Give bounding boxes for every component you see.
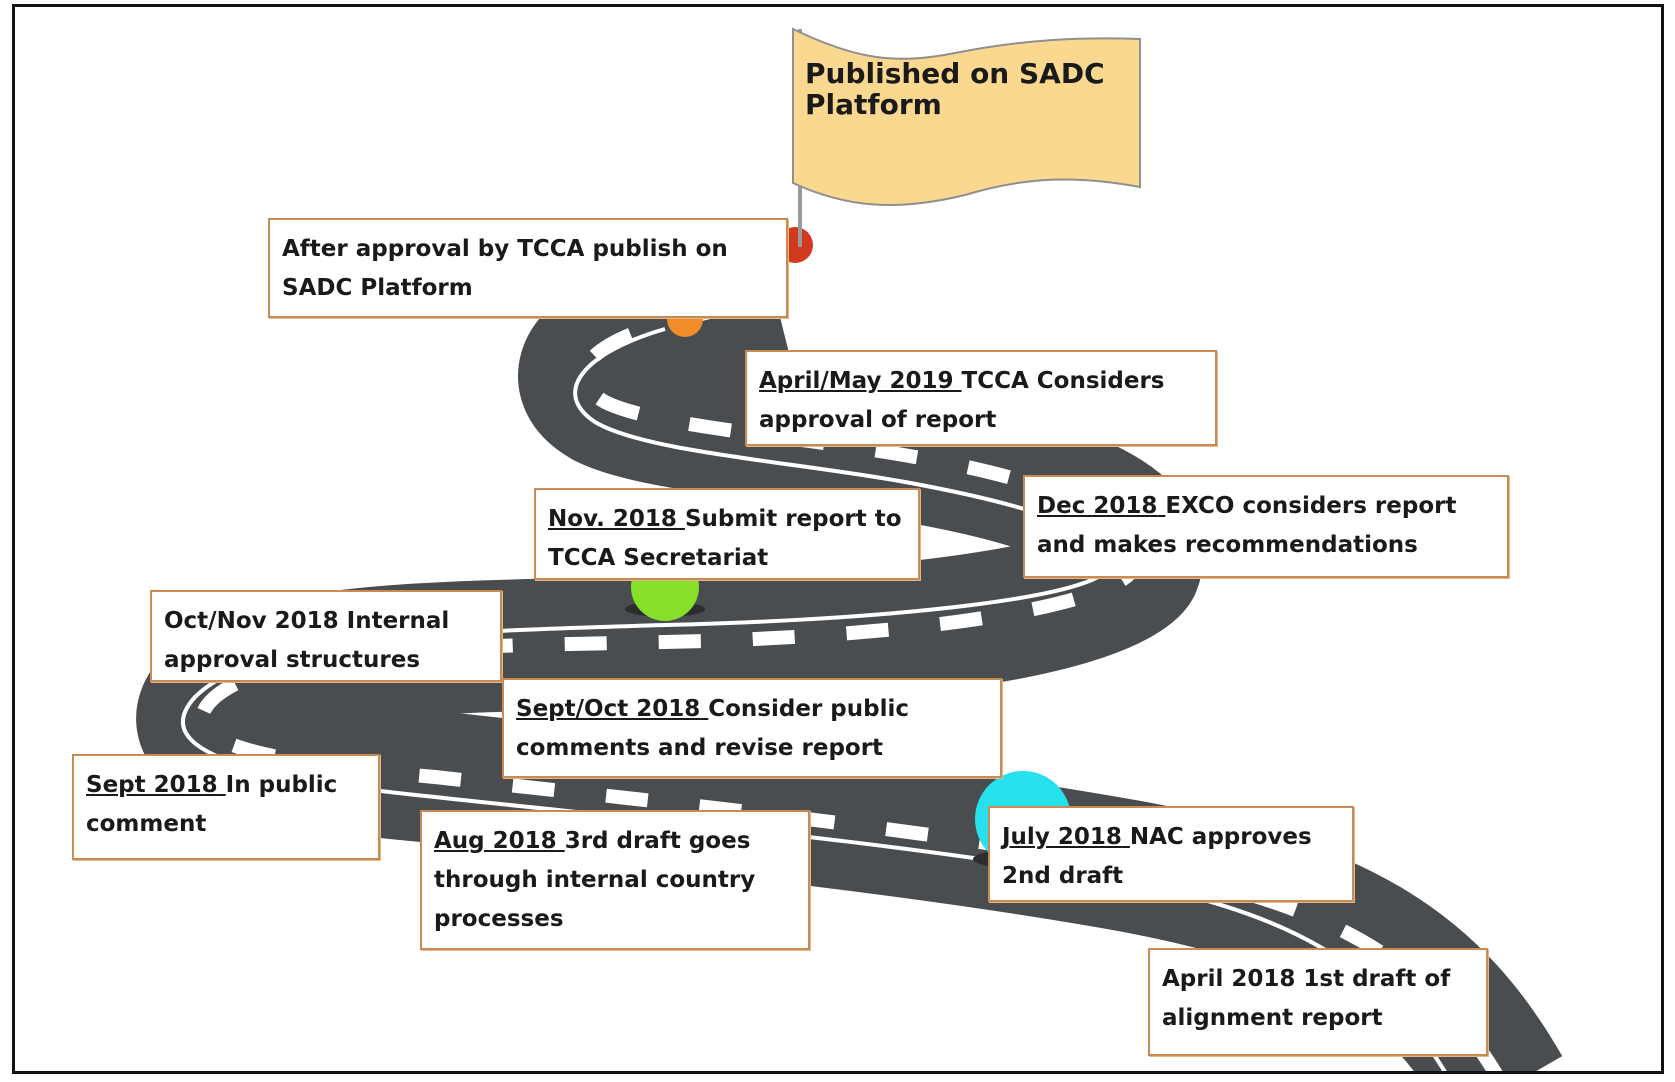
milestone-date: July 2018: [1002, 824, 1122, 850]
milestone-text: EXCO considers report and makes recommen…: [1037, 493, 1457, 558]
milestone-text: Consider public comments and revise repo…: [516, 696, 909, 761]
milestone-text: April 2018 1st draft of alignment report: [1162, 966, 1451, 1031]
milestone-box-oct-nov-2018: Oct/Nov 2018 Internal approval structure…: [150, 590, 502, 682]
milestone-date: April/May 2019: [759, 368, 954, 394]
milestone-text: Submit report to TCCA Secretariat: [548, 506, 902, 571]
milestone-date: Sept 2018: [86, 772, 218, 798]
flag-icon: [792, 27, 1141, 206]
milestone-date: Nov. 2018: [548, 506, 677, 532]
milestone-date: Sept/Oct 2018: [516, 696, 701, 722]
milestone-date: Aug 2018: [434, 828, 557, 854]
milestone-text: 3rd draft goes through internal country …: [434, 828, 756, 932]
milestone-text: NAC approves 2nd draft: [1002, 824, 1312, 889]
milestone-date: Dec 2018: [1037, 493, 1158, 519]
milestone-text: After approval by TCCA publish on SADC P…: [282, 236, 728, 301]
road-center-dashes: [195, 290, 1503, 1071]
milestone-box-april-2018: April 2018 1st draft of alignment report: [1148, 948, 1488, 1056]
milestone-text: TCCA Considers approval of report: [759, 368, 1165, 433]
milestone-box-publish: After approval by TCCA publish on SADC P…: [268, 218, 788, 318]
milestone-text: In public comment: [86, 772, 338, 837]
flag-label: Published on SADC Platform: [805, 57, 1105, 121]
milestone-text: Oct/Nov 2018 Internal approval structure…: [164, 608, 450, 673]
